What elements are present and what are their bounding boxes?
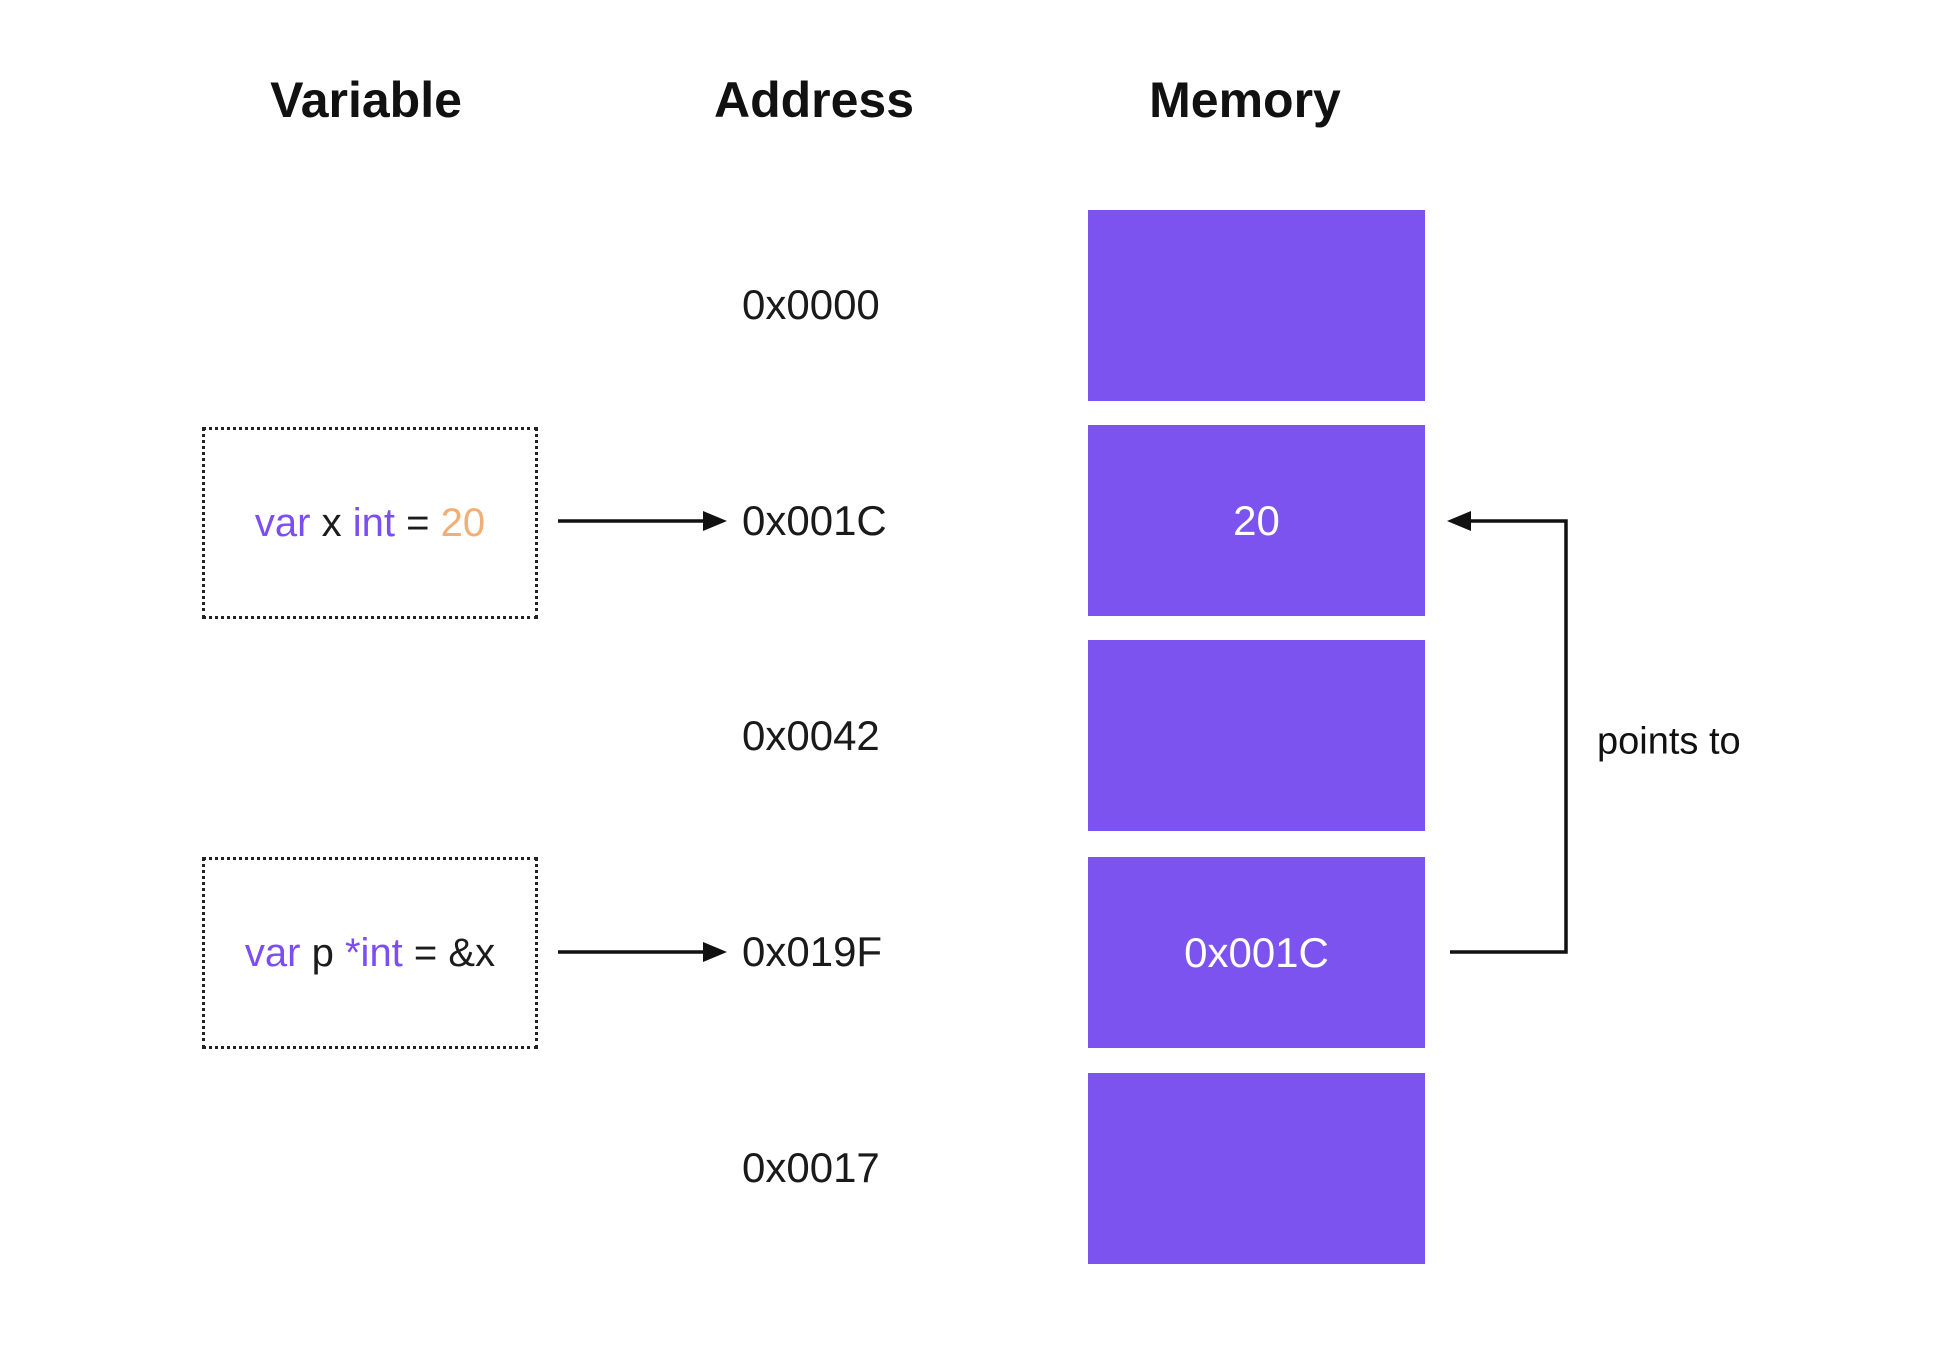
code-var-name: p <box>311 930 334 975</box>
points-to-label: points to <box>1597 720 1741 763</box>
address-label-2: 0x0042 <box>742 712 880 759</box>
address-label-1: 0x001C <box>742 497 887 544</box>
address-label-0: 0x0000 <box>742 281 880 328</box>
code-type: *int <box>344 930 403 975</box>
memory-cell-value: 0x001C <box>1184 928 1329 976</box>
memory-cell-4 <box>1088 1073 1425 1264</box>
code-value: 20 <box>440 500 486 545</box>
arrow-x-to-address <box>558 511 727 531</box>
memory-cell-1: 20 <box>1088 425 1425 616</box>
code-value: &x <box>448 930 496 975</box>
code-declaration-p: var p *int = &x <box>245 931 495 976</box>
column-header-address: Address <box>713 72 915 128</box>
code-keyword: var <box>254 500 311 545</box>
address-label-4: 0x0017 <box>742 1144 880 1191</box>
memory-cell-3: 0x001C <box>1088 857 1425 1048</box>
column-header-variable: Variable <box>270 72 462 128</box>
variable-box-p: var p *int = &x <box>202 857 538 1049</box>
column-header-memory: Memory <box>1149 72 1341 128</box>
code-var-name: x <box>321 500 342 545</box>
code-type: int <box>352 500 395 545</box>
code-keyword: var <box>244 930 301 975</box>
code-declaration-x: var x int = 20 <box>255 501 485 546</box>
pointer-arrow <box>1447 511 1568 954</box>
address-label-3: 0x019F <box>742 928 883 975</box>
memory-cell-value: 20 <box>1233 496 1280 544</box>
arrow-p-to-address <box>558 942 727 962</box>
code-equals: = <box>413 930 438 975</box>
variable-box-x: var x int = 20 <box>202 427 538 619</box>
code-equals: = <box>406 500 430 545</box>
memory-cell-0 <box>1088 210 1425 401</box>
memory-cell-2 <box>1088 640 1425 831</box>
